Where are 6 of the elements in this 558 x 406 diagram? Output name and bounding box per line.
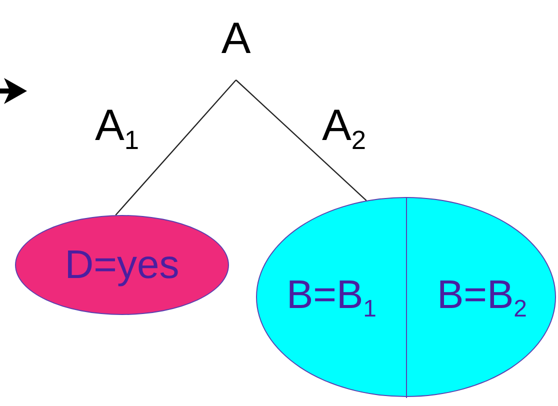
node-text: D=yes bbox=[64, 245, 180, 285]
connector-line bbox=[115, 80, 236, 216]
connector-line bbox=[236, 80, 367, 201]
node-text: B=B$_{2}$ bbox=[436, 274, 528, 322]
node-label: A bbox=[221, 17, 251, 61]
node-text: B=B$_{1}$ bbox=[286, 274, 377, 322]
